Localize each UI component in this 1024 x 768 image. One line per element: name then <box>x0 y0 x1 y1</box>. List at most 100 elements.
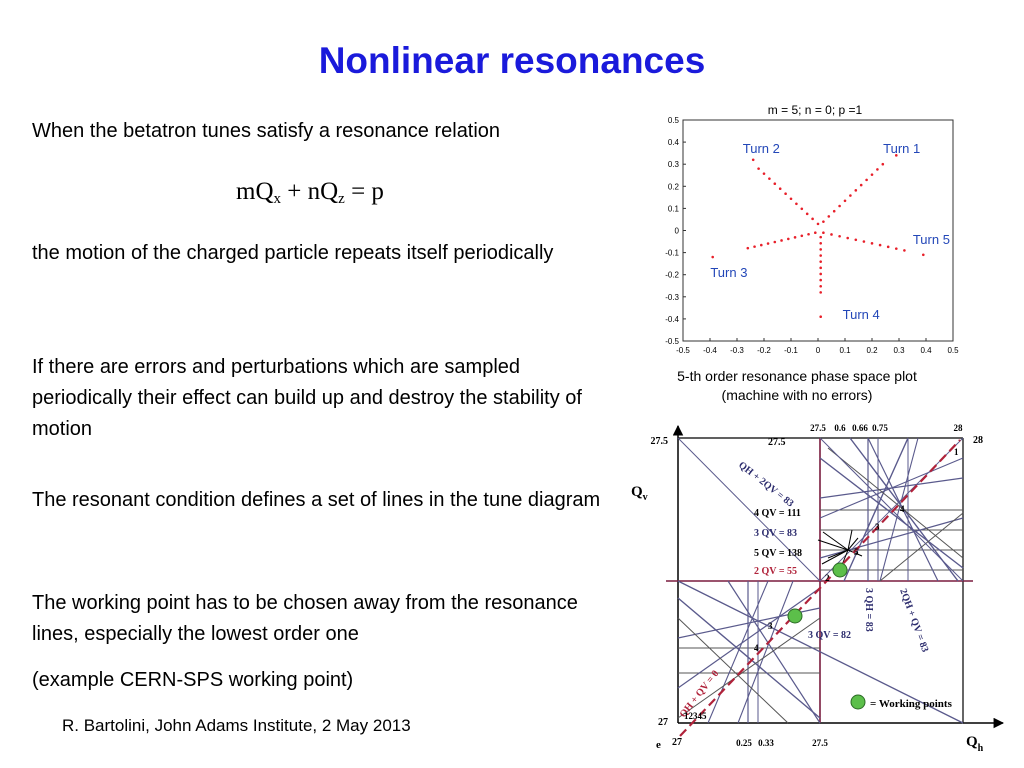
tick-top-left: 27.5 <box>651 436 669 447</box>
legend-working-point <box>850 694 866 710</box>
paragraph-resonance-relation: When the betatron tunes satisfy a resona… <box>32 120 501 142</box>
working-point-1 <box>832 562 848 578</box>
order-mark-2: 2 <box>825 573 830 583</box>
tick-bottom-27: 27 <box>672 737 682 748</box>
paragraph-sps-example: (example CERN-SPS working point) <box>32 669 354 691</box>
phase-point <box>819 235 822 239</box>
fifth-order-line <box>822 531 849 551</box>
phase-point <box>795 202 798 206</box>
order-mark-5: 5 <box>854 547 859 557</box>
qh-label-q: Q <box>966 734 978 750</box>
fifth-order-line <box>847 529 853 551</box>
qv-label: Qv <box>631 484 648 503</box>
tune-diagram: = Working points Qv Qh 27.5 27.5 27 27 e… <box>631 423 1005 754</box>
working-point-2 <box>787 608 803 624</box>
y-tick-label: 0.4 <box>668 138 680 147</box>
formula-equals-p: = p <box>351 178 384 205</box>
label-3qh: 3 QH = 83 <box>863 588 874 632</box>
phase-point <box>903 249 906 252</box>
phase-point <box>819 315 822 318</box>
order-mark-3a: 3 <box>875 522 880 532</box>
x-tick-label: -0.4 <box>703 346 717 355</box>
phase-point <box>838 234 841 238</box>
phase-point <box>819 266 822 270</box>
x-tick-label: 0.3 <box>893 346 905 355</box>
formula-m-term: mQ <box>236 178 274 205</box>
phase-point <box>760 243 763 247</box>
phase-point <box>805 212 809 216</box>
legend-label: = Working points <box>870 698 953 710</box>
phase-point <box>793 236 797 239</box>
label-5qv: 5 QV = 138 <box>754 548 802 559</box>
bottom-tick-label: 0.25 <box>736 738 752 748</box>
x-tick-label: 0 <box>816 346 821 355</box>
x-tick-label: 0.4 <box>920 346 932 355</box>
phase-point <box>859 183 863 187</box>
phase-point <box>819 260 822 263</box>
label-order-digits: 12345 <box>684 711 707 721</box>
phase-point <box>827 215 831 218</box>
x-tick-label: 0.1 <box>839 346 851 355</box>
resonance-line <box>879 437 919 582</box>
label-2qv: 2 QV = 55 <box>754 566 797 577</box>
phase-point <box>757 167 760 170</box>
phase-point <box>849 194 852 197</box>
phase-point <box>819 284 822 288</box>
resonance-line <box>677 580 964 724</box>
formula-n-term: + nQ <box>287 178 339 205</box>
turn-annotation: Turn 5 <box>913 232 950 247</box>
tick-top-inner: 27.5 <box>768 437 786 448</box>
qh-label: Qh <box>966 734 984 754</box>
phase-point <box>886 245 890 249</box>
order-mark-1: 1 <box>954 447 959 457</box>
x-tick-label: 0.5 <box>947 346 959 355</box>
phase-point <box>778 187 782 191</box>
phase-point <box>854 238 858 242</box>
resonance-line <box>879 512 964 582</box>
label-qh-2qv: QH + 2QV = 83 <box>736 460 795 510</box>
tick-right-28: 28 <box>973 435 983 446</box>
phase-point <box>780 239 783 242</box>
paragraph-periodic-motion: the motion of the charged particle repea… <box>32 242 554 264</box>
y-tick-label: 0.3 <box>668 160 680 169</box>
qv-label-sub: v <box>643 492 648 503</box>
turn-annotation: Turn 4 <box>843 307 880 322</box>
top-tick-label: 27.5 <box>810 423 826 433</box>
phase-point <box>922 253 925 257</box>
paragraph-working-point: The working point has to be chosen away … <box>32 592 578 645</box>
phase-point <box>870 242 874 245</box>
plot-caption: 5-th order resonance phase space plot (m… <box>652 367 942 405</box>
caption-line-1: 5-th order resonance phase space plot <box>677 368 917 384</box>
phase-point <box>784 192 787 196</box>
phase-point <box>895 154 898 157</box>
phase-point <box>816 222 820 226</box>
phase-point <box>819 241 822 245</box>
phase-point <box>814 231 817 235</box>
resonance-formula: mQx + nQz = p <box>236 178 384 208</box>
y-tick-label: 0.2 <box>668 182 680 191</box>
phase-point <box>800 207 804 211</box>
y-tick-label: 0.5 <box>668 116 680 125</box>
phase-point <box>768 177 771 180</box>
label-4qv: 4 QV = 111 <box>754 508 801 519</box>
slide-title: Nonlinear resonances <box>318 40 706 81</box>
phase-point <box>819 254 822 257</box>
y-tick-label: 0.1 <box>668 204 680 213</box>
turn-annotation: Turn 3 <box>710 265 747 280</box>
x-tick-label: -0.2 <box>757 346 771 355</box>
label-3qv-83: 3 QV = 83 <box>754 528 797 539</box>
fifth-order-line <box>847 537 859 551</box>
y-tick-label: -0.1 <box>665 249 679 258</box>
phase-point <box>773 240 777 244</box>
resonance-line <box>827 447 964 559</box>
bottom-tick-label: 27.5 <box>812 738 828 748</box>
phase-point <box>711 255 714 259</box>
phase-point <box>746 246 750 250</box>
y-tick-label: -0.4 <box>665 315 679 324</box>
qv-label-q: Q <box>631 484 643 500</box>
phase-point <box>881 162 885 166</box>
diagonal-coupling-line <box>679 439 961 737</box>
formula-sub-x: x <box>273 191 282 207</box>
resonance-line <box>819 437 964 582</box>
y-tick-label: -0.5 <box>665 337 679 346</box>
